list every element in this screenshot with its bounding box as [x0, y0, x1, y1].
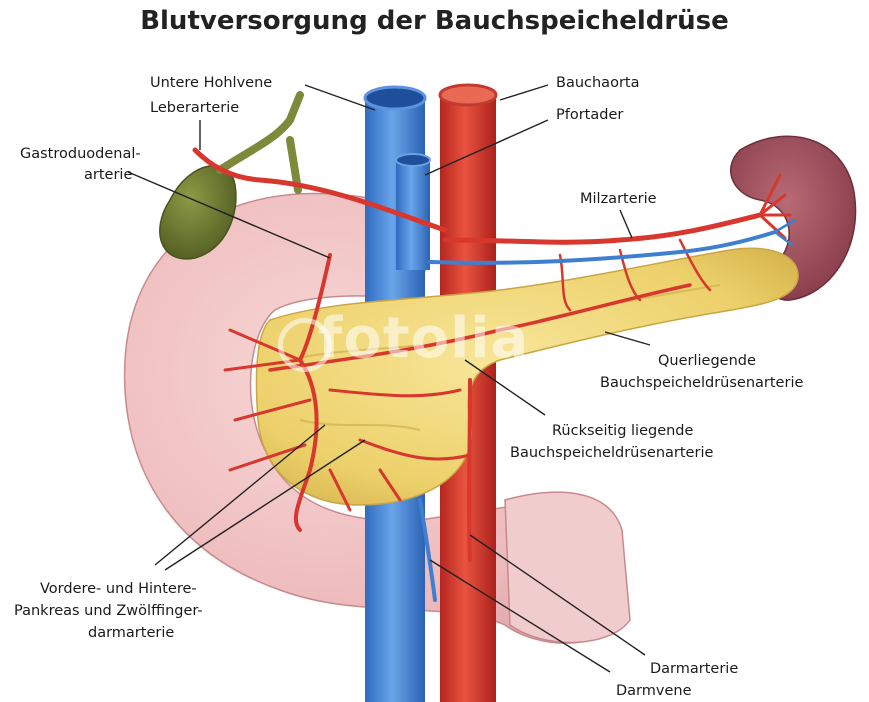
label-querliegende-line1: Querliegende	[658, 352, 756, 371]
label-rueckseitig-line2: Bauchspeicheldrüsenarterie	[510, 444, 713, 463]
label-vordere-line1: Vordere- und Hintere-	[40, 580, 197, 599]
label-leberarterie: Leberarterie	[150, 99, 239, 118]
label-gastroduodenal-line2: arterie	[84, 166, 132, 185]
label-vordere-line3: darmarterie	[88, 624, 174, 643]
label-darmarterie: Darmarterie	[650, 660, 738, 679]
label-rueckseitig-line1: Rückseitig liegende	[552, 422, 693, 441]
label-vordere-line2: Pankreas und Zwölffinger-	[14, 602, 203, 621]
leader-querliegende	[605, 332, 650, 345]
label-gastroduodenal-line1: Gastroduodenal-	[20, 145, 141, 164]
leader-bauchaorta	[500, 85, 548, 100]
label-milzarterie: Milzarterie	[580, 190, 657, 209]
diagram-title: Blutversorgung der Bauchspeicheldrüse	[0, 6, 869, 36]
label-bauchaorta: Bauchaorta	[556, 74, 639, 93]
label-darmvene: Darmvene	[616, 682, 692, 701]
watermark-text: fotolia	[318, 306, 529, 371]
label-untere-hohlvene: Untere Hohlvene	[150, 74, 272, 93]
label-pfortader: Pfortader	[556, 106, 623, 125]
label-querliegende-line2: Bauchspeicheldrüsenarterie	[600, 374, 803, 393]
leader-milzarterie	[620, 210, 632, 238]
